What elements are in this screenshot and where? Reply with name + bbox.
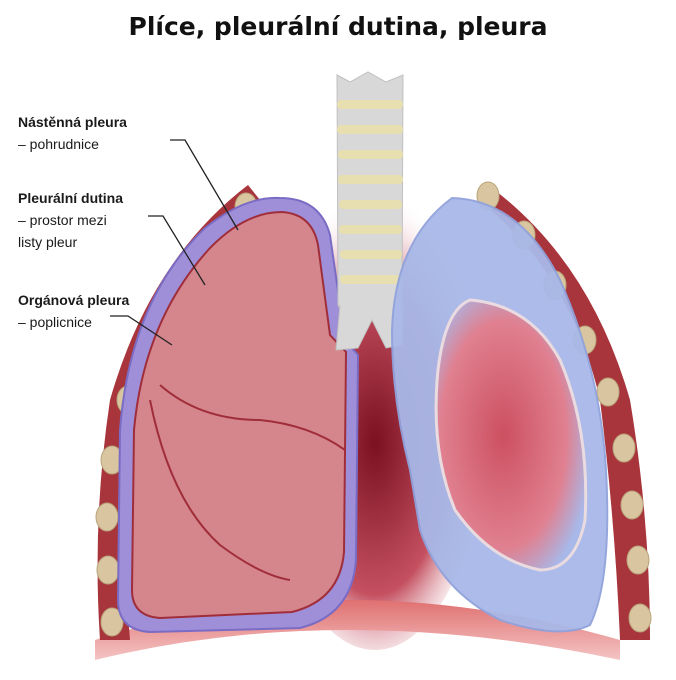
page-title: Plíce, pleurální dutina, pleura bbox=[128, 12, 548, 41]
leader-parietal-pleura bbox=[170, 139, 239, 231]
label-parietal-pleura: Nástěnná pleura – pohrudnice bbox=[18, 111, 127, 155]
left-lung-fissure-2 bbox=[149, 399, 291, 581]
label-pleural-cavity-name: Pleurální dutina bbox=[18, 190, 124, 206]
leader-pleural-cavity bbox=[148, 215, 206, 286]
right-lung bbox=[434, 298, 588, 572]
label-pleural-cavity-desc-1: – prostor mezi bbox=[18, 212, 107, 228]
leader-visceral-pleura bbox=[110, 315, 173, 346]
label-pleural-cavity-desc-2: listy pleur bbox=[18, 234, 78, 250]
leader-lines bbox=[110, 139, 239, 346]
left-lung bbox=[130, 210, 348, 620]
trachea bbox=[335, 71, 404, 351]
label-visceral-pleura-name: Orgánová pleura bbox=[18, 292, 130, 308]
left-lung-fissure-1 bbox=[159, 384, 346, 451]
label-visceral-pleura: Orgánová pleura – poplicnice bbox=[18, 289, 129, 333]
label-parietal-pleura-desc: – pohrudnice bbox=[18, 136, 99, 152]
label-pleural-cavity: Pleurální dutina – prostor mezi listy pl… bbox=[18, 187, 123, 253]
label-parietal-pleura-name: Nástěnná pleura bbox=[18, 114, 127, 130]
label-visceral-pleura-desc: – poplicnice bbox=[18, 314, 92, 330]
